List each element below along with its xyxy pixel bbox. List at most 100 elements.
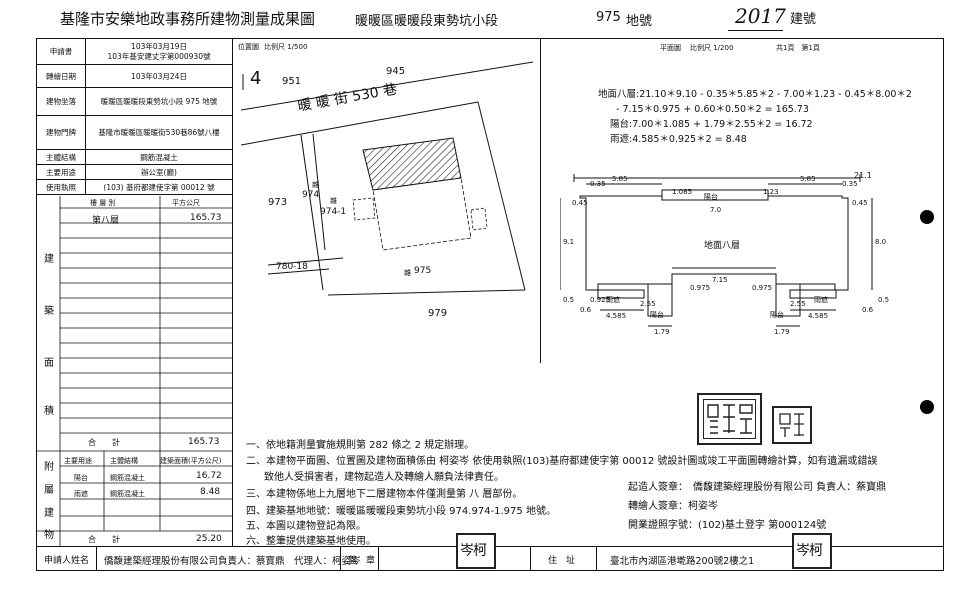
page-count: 共1頁 第1頁 [776,44,820,52]
dim-v3: 2.55 [640,300,656,308]
row-label: 主要用途 [36,164,86,180]
dim-v4-right: 0.5 [878,296,890,304]
dim-bottom-right: 4.585 [808,312,829,320]
site-plan-drawing [240,61,534,296]
address-value: 臺北市內湖區港墘路200號2樓之1 [610,556,755,567]
floor-plan-caption: 平面圖 [660,44,681,52]
row-value: 103年03月24日 [85,64,233,88]
street-edge-top [240,61,534,111]
lot-prefix-975: 雜 [404,269,411,277]
lot-975-right [477,101,526,291]
site-plan-scale: 比例尺 1/500 [264,43,308,51]
dim-v5-right: 0.6 [862,306,874,314]
row-label: 使用執照 [36,179,86,195]
row-value: 鋼筋混凝土 [85,149,233,165]
top-balcony-label: 陽台 [704,193,718,201]
handwriting-underline [728,30,783,31]
address-label: 住 址 [548,556,576,566]
dim-v2: 0.975 [690,284,711,292]
balcony-left-label: 陽台 [650,311,664,319]
aux-area-header: 建築面積(平方公尺) [160,457,222,465]
seal-label: 蓋 章 [348,556,376,566]
aux-area: 16.72 [196,471,222,481]
row-label: 建物坐落 [36,87,86,116]
lot-prefix-b: 雜 [330,197,337,205]
total-label: 合 計 [88,438,120,447]
aux-side-char: 屬 [44,485,54,496]
room-label: 地面八層 [704,241,741,251]
lot-label: 951 [282,76,302,87]
row-label: 轉繪日期 [36,64,86,88]
aux-side-char: 建 [44,508,54,519]
application-number: 103年基安建丈字第000930號 [107,51,211,61]
handwritten-building-number: 2017 [735,4,786,28]
canopy-left-label: 雨遮 [606,296,620,304]
total-area: 165.73 [188,437,220,447]
punch-hole [920,210,934,224]
dim-v3-right: 2.55 [790,300,806,308]
note-line: 一、依地籍測量實施規則第 282 條之 2 規定辦理。 [246,440,475,451]
area-formula: 地面八層:21.10＊9.10 - 0.35＊5.85＊2 - 7.00＊1.2… [598,89,912,100]
dim-bottom-left: 4.585 [606,312,627,320]
document-title: 基隆市安樂地政事務所建物測量成果圖 [60,10,316,28]
north-mark: 4 [250,68,262,89]
aux-struct: 鋼筋混凝土 [110,490,145,498]
canopy-outline [352,197,376,221]
lot-label: 780-18 [276,262,308,272]
dim-right-notch: 0.45 [852,199,868,207]
lot-974-line [312,133,326,251]
lot-780-line-b [267,268,330,275]
canopy-right-label: 雨遮 [814,296,828,304]
row-label: 申請書 [36,38,86,65]
note-line: 致他人受損害者，建物起造人及轉繪人願負法律責任。 [264,472,504,483]
applicant-label: 申請人姓名 [44,556,90,566]
dim-v4: 0.5 [563,296,575,304]
floor-name: 第八層 [92,216,120,226]
drafter-seal: 岑柯 [792,533,832,569]
building-suffix: 建號 [790,12,817,27]
floor-plan-drawing [560,174,873,327]
canopy-right [789,289,837,299]
license-number: 開業證照字號：(102)基土登字 第000124號 [628,520,827,531]
aux-total-area: 25.20 [196,534,222,544]
floor-area: 165.73 [190,213,222,223]
note-line: 二、本建物平面圖、位置圖及建物面積係由 柯姿岑 依使用執照(103)基府都建使字… [246,456,878,467]
street-edge-bottom [240,101,479,146]
lot-suffix: 地號 [626,14,653,29]
stamp-seal [772,406,812,444]
aux-use: 陽台 [74,474,88,482]
building-footprint [362,137,462,191]
drafter-seal-text: 岑柯 [796,543,823,559]
area-col-header: 平方公尺 [172,199,200,207]
dim-corner-right: 0.35 [842,180,858,188]
aux-side-char: 物 [44,530,54,541]
dim-v6: 0.925 [590,296,611,304]
floor-col-header: 樓 層 別 [90,199,116,207]
side-label-char: 築 [44,306,54,317]
building-outline [372,177,472,251]
lot-label: 979 [428,308,448,319]
survey-office-seal [697,393,762,445]
agent-seal: 岑柯 [456,533,496,569]
note-line: 四、建築基地地號：暖暖區暖暖段東勢坑小段 974.974-1.975 地號。 [246,506,556,517]
side-label-char: 面 [44,358,54,369]
aux-side-char: 附 [44,462,54,473]
note-line: 三、本建物係地上九層地下二層建物本件僅測量第 八 層部份。 [246,489,523,500]
lot-boundary [300,134,324,291]
balcony-right [775,283,801,317]
aux-area: 8.48 [200,487,221,497]
lot-975-bottom [327,289,526,296]
balcony-formula: 陽台:7.00＊1.085 + 1.79＊2.55＊2 = 16.72 [610,119,813,130]
lot-label: 975 [414,266,432,276]
lot-prefix: 雜 [312,181,319,189]
land-section: 暖暖區暖暖段東勢坑小段 [355,14,499,29]
application-date: 103年03月19日 [131,41,187,51]
area-table-grid [36,196,233,546]
dim-top-right: 5.85 [800,175,816,183]
applicant-name: 僑馥建築經理股份有限公司負責人：蔡寶鼎 代理人：柯姿岑 [104,556,361,567]
note-line: 五、本圖以建物登記為限。 [246,521,366,532]
side-label-char: 建 [44,254,54,265]
row-value: 辦公室(廳) [85,164,233,180]
area-formula-cont: - 7.15＊0.975 + 0.60＊0.50＊2 = 165.73 [616,104,809,115]
